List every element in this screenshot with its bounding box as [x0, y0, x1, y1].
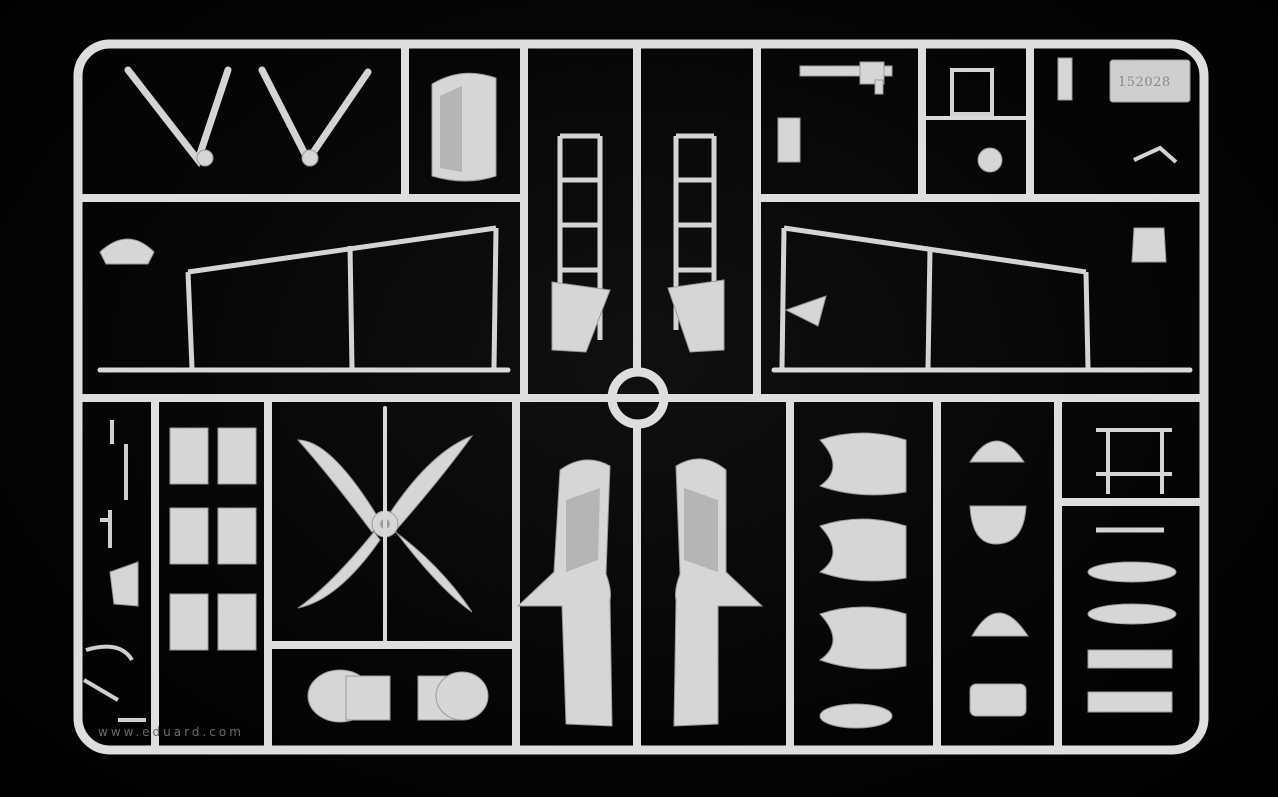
- fuel-tank-parts: [1087, 527, 1177, 713]
- bracket-part-a: [1057, 57, 1073, 101]
- vstrut-hub-right: [301, 149, 319, 167]
- small-round-part: [977, 147, 1003, 173]
- fuselage-frame-left-tail: [551, 281, 611, 353]
- bulkhead-parts: [969, 440, 1029, 717]
- vstrut-hub-left: [196, 149, 214, 167]
- fuselage-frame-right: [673, 133, 717, 340]
- shovel-part: [1131, 227, 1167, 263]
- small-parts-column-left: [82, 420, 146, 722]
- wing-rib-frame-left: [185, 225, 499, 369]
- wing-rib-frame-right: [779, 225, 1091, 369]
- fuselage-half-right-shade: [684, 488, 718, 572]
- vstrut-pair: [124, 66, 372, 168]
- wheel-hub-parts: [307, 669, 489, 723]
- cockpit-tub-shade: [440, 86, 462, 172]
- gear-bracket-left: [99, 238, 155, 265]
- seat-frame-part: [950, 68, 994, 116]
- propeller-part: [296, 434, 474, 613]
- fuselage-frame-left: [557, 133, 603, 340]
- gun-mount-part: [777, 117, 801, 163]
- small-frame-part: [1096, 428, 1172, 494]
- sprue-tag-label: 152028: [1118, 75, 1171, 90]
- fuselage-half-left-shade: [566, 488, 600, 572]
- tail-skid-part: [784, 295, 827, 327]
- bracket-part-b: [109, 561, 139, 607]
- control-stick-part: [1133, 145, 1178, 164]
- fuselage-frame-right-tail: [667, 279, 725, 353]
- sprue-center-ring: [607, 367, 669, 429]
- machine-gun-part: [799, 61, 893, 95]
- sprue-tag-plate: [1109, 59, 1191, 103]
- watermark-text: www.eduard.com: [98, 725, 244, 739]
- cowling-parts: [818, 432, 907, 729]
- cylinder-parts-grid: [169, 427, 257, 651]
